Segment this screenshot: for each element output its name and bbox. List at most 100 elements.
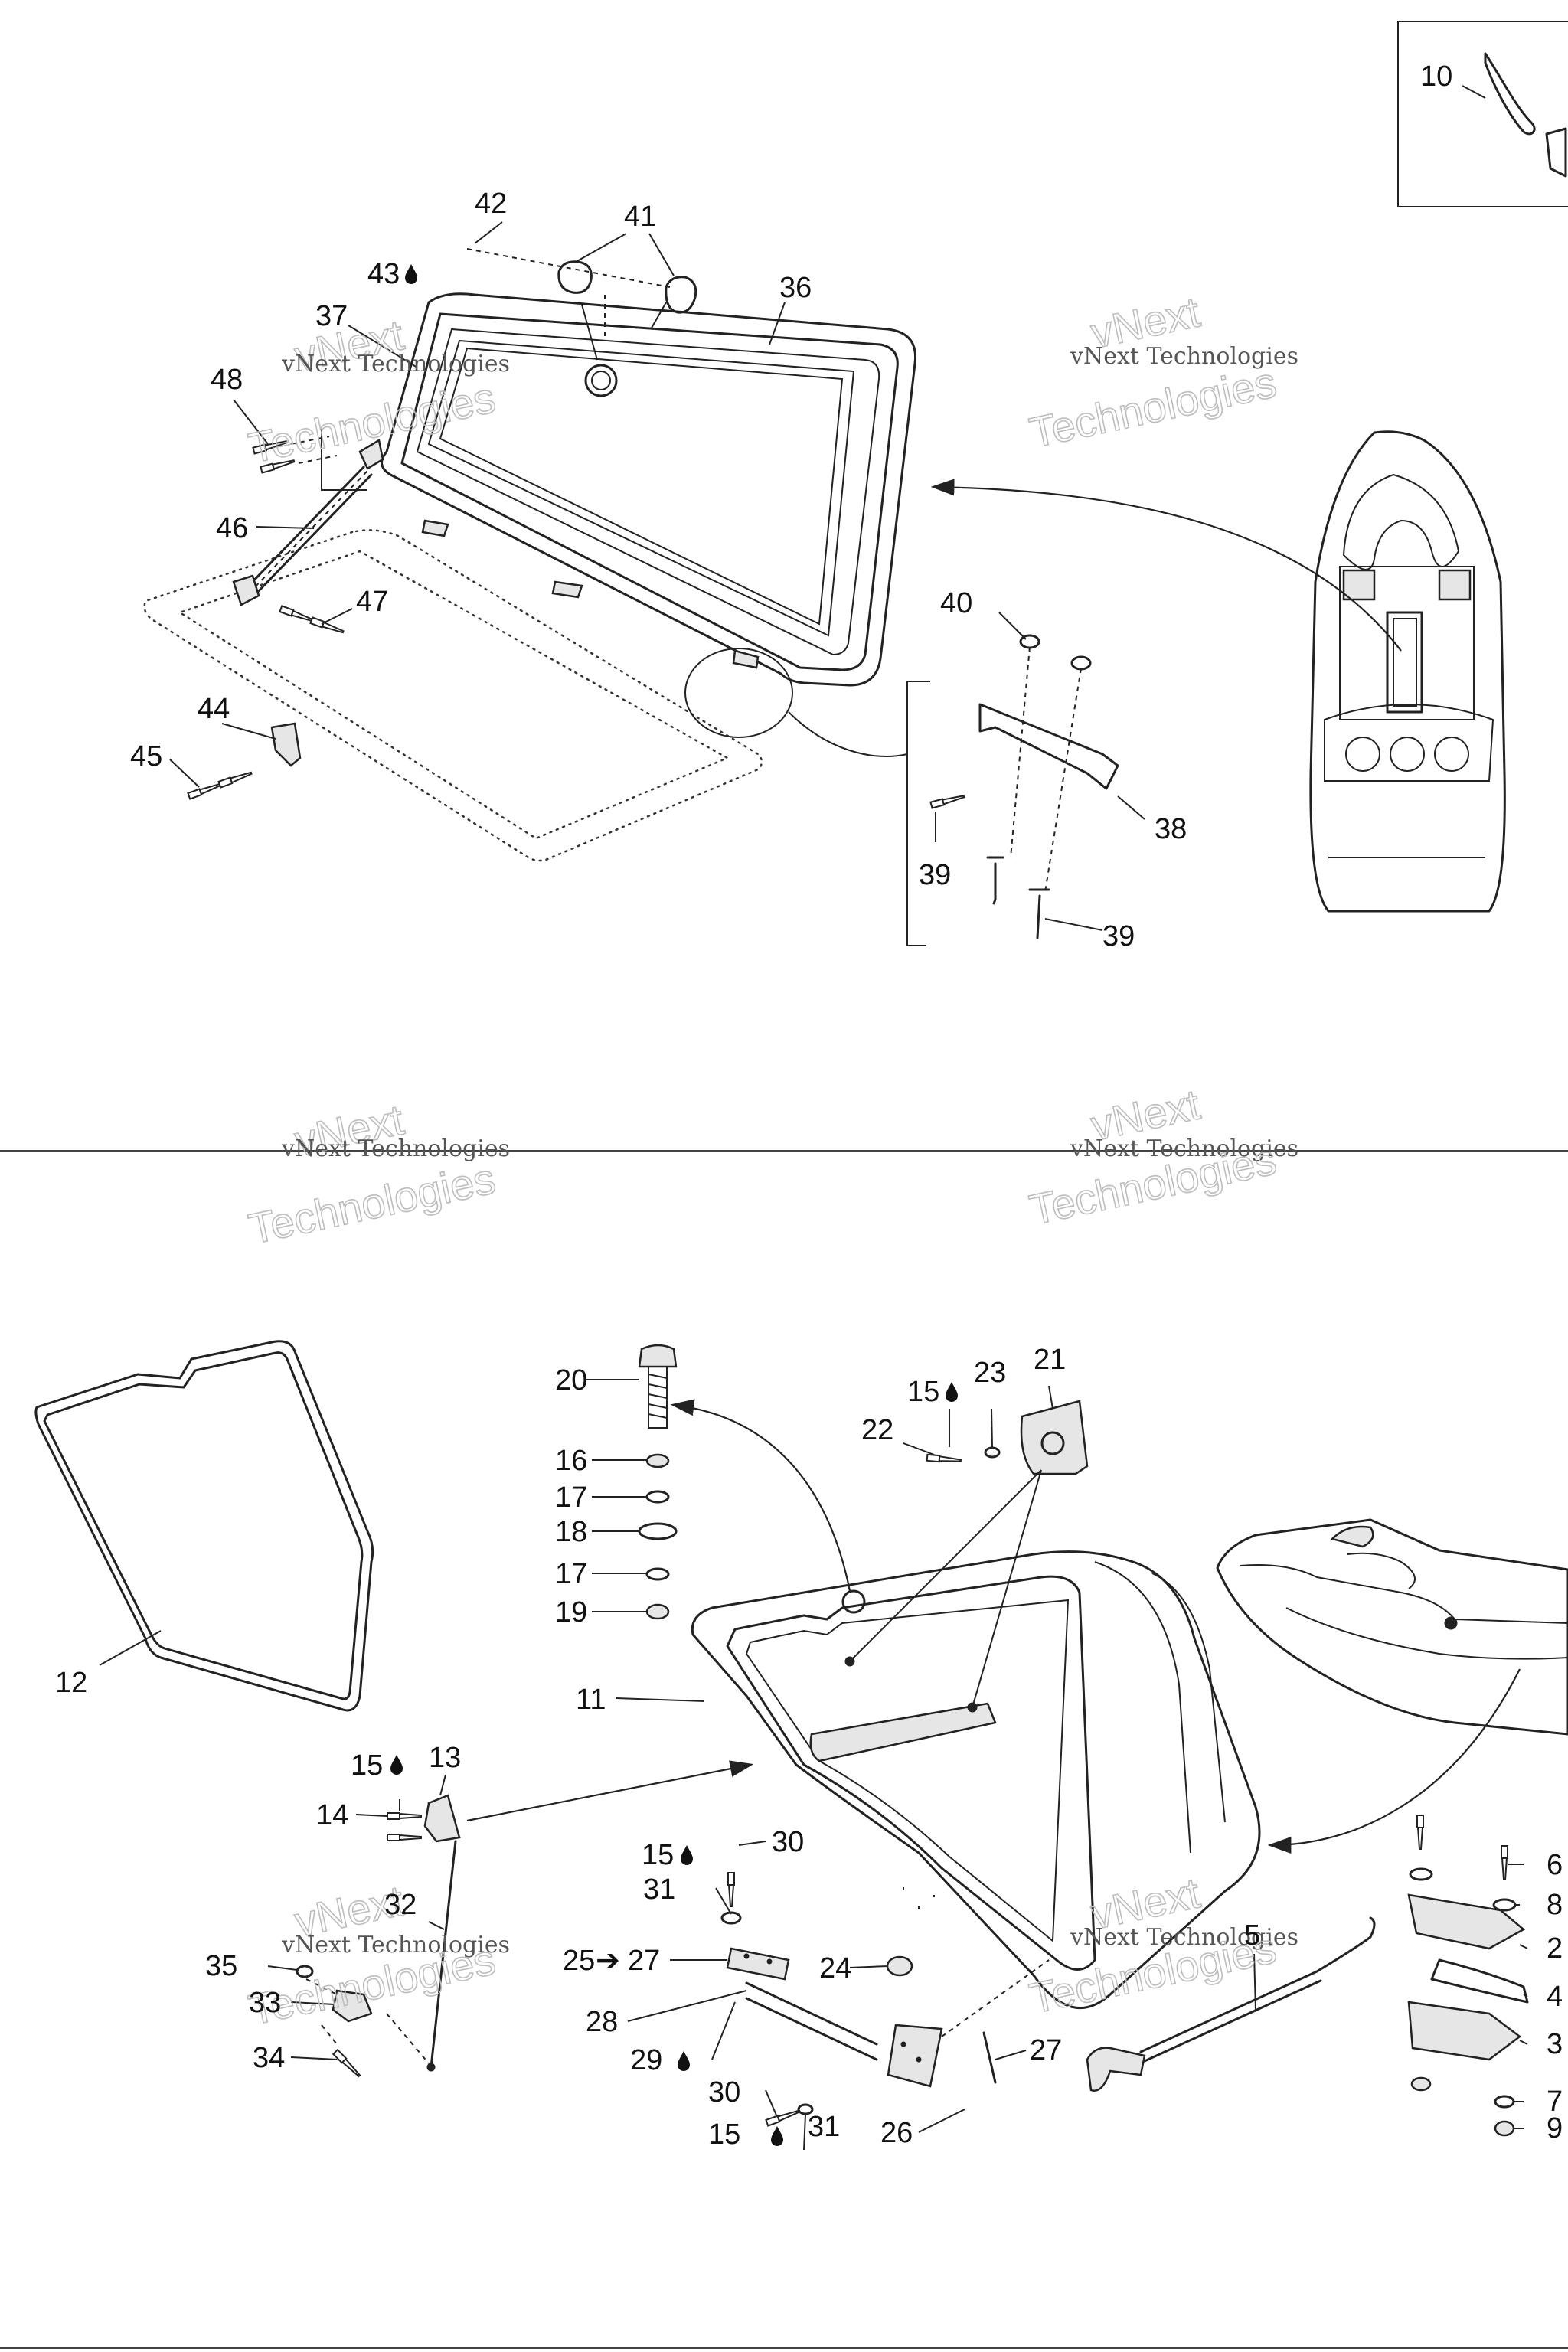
callout-8: 8 bbox=[1547, 1889, 1563, 1921]
callout-37: 37 bbox=[315, 300, 348, 332]
drop-icon bbox=[678, 2051, 690, 2071]
callout-38: 38 bbox=[1155, 813, 1187, 845]
bracket-13 bbox=[387, 1794, 461, 2072]
callout-20: 20 bbox=[555, 1364, 587, 1396]
stop-leader-lines bbox=[849, 1469, 1042, 1708]
callout-35: 35 bbox=[205, 1950, 237, 1982]
arrow-craft-to-cover bbox=[930, 479, 1402, 652]
callout-2: 2 bbox=[1547, 1932, 1563, 1965]
callout-34: 34 bbox=[253, 2042, 285, 2074]
callout-44: 44 bbox=[198, 693, 230, 725]
callout-4: 4 bbox=[1547, 1981, 1563, 2013]
watercraft-side-view bbox=[1216, 1518, 1568, 1736]
drop-icon bbox=[681, 1845, 693, 1865]
callout-27: 27 bbox=[1030, 2034, 1062, 2066]
callout-45: 45 bbox=[130, 740, 162, 773]
callout-9: 9 bbox=[1547, 2112, 1563, 2145]
callout-40: 40 bbox=[940, 587, 972, 619]
callout-26: 26 bbox=[880, 2117, 913, 2149]
callout-42: 42 bbox=[475, 188, 507, 220]
callout-15: 15 bbox=[708, 2118, 740, 2151]
callout-7: 7 bbox=[1547, 2086, 1563, 2118]
screws-48 bbox=[252, 429, 368, 491]
callout-30: 30 bbox=[772, 1826, 804, 1858]
callout-47: 47 bbox=[356, 586, 388, 618]
callout-19: 19 bbox=[555, 1596, 587, 1628]
callout-17: 17 bbox=[555, 1481, 587, 1514]
callout-41: 41 bbox=[624, 201, 656, 233]
screws-47 bbox=[279, 605, 345, 636]
callout-18: 18 bbox=[555, 1516, 587, 1548]
callout-15: 15 bbox=[642, 1839, 674, 1871]
bracket-33 bbox=[296, 1965, 430, 2079]
arrow-bracket-to-bin bbox=[466, 1760, 754, 1822]
storage-bin bbox=[691, 1550, 1261, 2010]
callout-16: 16 bbox=[555, 1445, 587, 1477]
callout-10: 10 bbox=[1420, 60, 1452, 93]
callout-23: 23 bbox=[974, 1357, 1006, 1389]
latch-rod bbox=[1086, 1916, 1376, 2092]
watermark-text: vNext Technologies bbox=[281, 351, 510, 377]
callout-33: 33 bbox=[249, 1987, 281, 2019]
callout-32: 32 bbox=[384, 1889, 416, 1921]
watermark-technologies: Technologies bbox=[1025, 358, 1280, 457]
callout-22: 22 bbox=[861, 1414, 893, 1446]
callout-21: 21 bbox=[1034, 1344, 1066, 1376]
watercraft-top-view bbox=[1309, 430, 1506, 913]
watermark-mid-left: vNext vNext Technologies Technologies bbox=[244, 1094, 510, 1253]
callout-11: 11 bbox=[576, 1684, 606, 1716]
callout-25: 25 bbox=[563, 1945, 595, 1977]
callout-36: 36 bbox=[779, 272, 812, 304]
drop-icon bbox=[771, 2126, 783, 2146]
drop-icon bbox=[390, 1755, 403, 1775]
watermark-text: vNext Technologies bbox=[1070, 1135, 1298, 1162]
callout-3: 3 bbox=[1547, 2028, 1563, 2060]
callout-27: 27 bbox=[628, 1945, 660, 1977]
gasket-12 bbox=[34, 1340, 374, 1712]
callout-13: 13 bbox=[429, 1742, 461, 1774]
watermark-mid-right: vNext vNext Technologies Technologies bbox=[1025, 1079, 1298, 1234]
callout-28: 28 bbox=[586, 2006, 618, 2038]
arrow-craft-to-bin bbox=[1267, 1668, 1521, 1854]
watermark-text: vNext Technologies bbox=[1070, 1924, 1298, 1951]
watermark-text: vNext Technologies bbox=[1070, 343, 1298, 370]
right-arrow-icon: ➔ bbox=[596, 1945, 620, 1977]
latch-assembly bbox=[1407, 1815, 1529, 2137]
callout-43: 43 bbox=[368, 258, 400, 290]
callouts: 10 42 41 43 36 37 48 46 47 44 45 40 38 3… bbox=[55, 60, 1563, 2151]
hinge-assembly bbox=[720, 1872, 1050, 2127]
watermark-top-right: vNext vNext Technologies Technologies bbox=[1025, 286, 1298, 457]
watermark-text: vNext Technologies bbox=[281, 1932, 510, 1958]
callout-5: 5 bbox=[1244, 1919, 1260, 1952]
opening-outline bbox=[143, 529, 763, 862]
callout-31: 31 bbox=[808, 2111, 840, 2143]
watermark-text: vNext Technologies bbox=[281, 1135, 510, 1162]
callout-31: 31 bbox=[643, 1873, 675, 1906]
hinge-pins bbox=[466, 248, 697, 337]
bracket-detail-38 bbox=[906, 634, 1119, 946]
callout-46: 46 bbox=[216, 512, 248, 544]
drop-icon bbox=[946, 1382, 958, 1402]
arrow-bolt-to-bin bbox=[670, 1399, 851, 1592]
callout-24: 24 bbox=[819, 1952, 851, 1984]
inset-box-tie bbox=[1397, 21, 1568, 207]
bracket-44 bbox=[187, 722, 302, 800]
watermark-technologies: Technologies bbox=[244, 1154, 499, 1253]
callout-39: 39 bbox=[1102, 920, 1135, 952]
callout-12: 12 bbox=[55, 1667, 87, 1699]
callout-15: 15 bbox=[907, 1376, 939, 1408]
detail-circle bbox=[684, 648, 793, 738]
leader-lines bbox=[99, 221, 1528, 2151]
callout-14: 14 bbox=[316, 1799, 348, 1831]
callout-15: 15 bbox=[351, 1749, 383, 1782]
callout-29: 29 bbox=[630, 2044, 662, 2076]
drop-icon bbox=[405, 264, 417, 284]
bolt-stack bbox=[638, 1344, 678, 1620]
callout-30: 30 bbox=[708, 2076, 740, 2109]
rubber-stop bbox=[926, 1400, 1089, 1475]
callout-6: 6 bbox=[1547, 1849, 1563, 1881]
callout-39: 39 bbox=[919, 859, 951, 891]
callout-17: 17 bbox=[555, 1558, 587, 1590]
callout-48: 48 bbox=[211, 364, 243, 396]
